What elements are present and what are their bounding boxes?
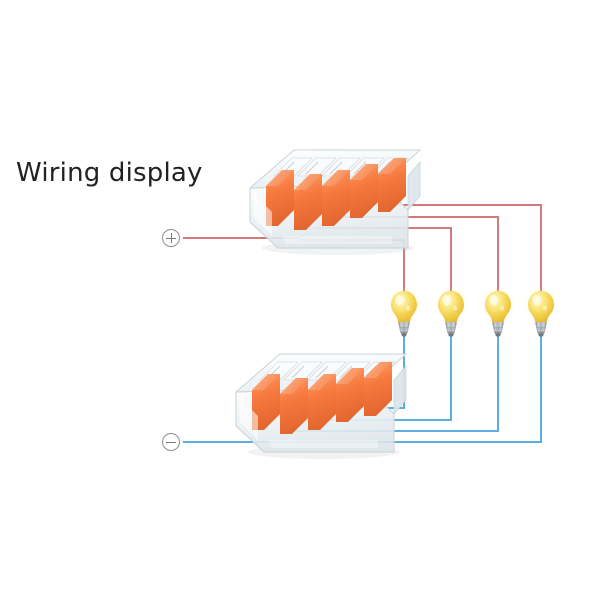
lever-row-top (266, 158, 406, 230)
page-title: Wiring display (16, 158, 203, 188)
light-bulb (387, 288, 421, 337)
light-bulb (524, 288, 558, 337)
positive-terminal-symbol (162, 229, 180, 247)
plus-vertical-stroke (170, 233, 172, 243)
negative-terminal-symbol (162, 433, 180, 451)
lever-nut-connector-negative (234, 353, 408, 459)
light-bulb (481, 288, 515, 337)
lever-nut-connector-positive (248, 149, 422, 255)
minus-horizontal-stroke (166, 441, 176, 443)
light-bulb (434, 288, 468, 337)
lever-row-bottom (252, 362, 392, 434)
